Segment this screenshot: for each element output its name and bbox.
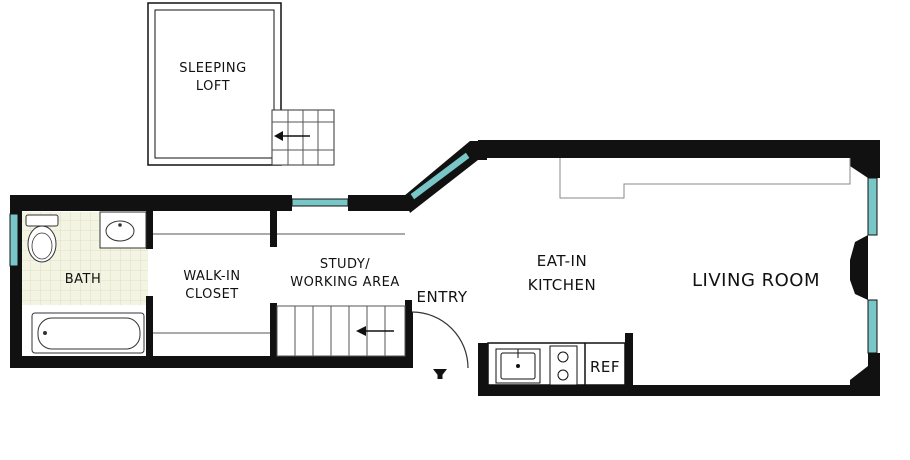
window-study — [291, 198, 349, 207]
kitchen-cabinets: REF — [487, 158, 851, 386]
loft-stairs — [271, 109, 335, 166]
stairs-arrow-icon — [356, 326, 366, 336]
entry-label: ENTRY — [417, 288, 468, 306]
closet-label-1: WALK-IN — [183, 269, 240, 284]
closet-label-2: CLOSET — [185, 287, 239, 302]
sleeping-loft: SLEEPING LOFT — [147, 2, 335, 166]
study-label-1: STUDY/ — [320, 257, 370, 272]
stair-arrow-icon — [274, 131, 283, 141]
loft-label-1: SLEEPING — [179, 61, 246, 76]
kitchen-label-1: EAT-IN — [537, 252, 587, 270]
toilet-icon — [25, 214, 59, 263]
windows — [9, 151, 878, 354]
sink-icon — [99, 211, 147, 249]
living-room-label: LIVING ROOM — [692, 270, 820, 291]
stove-icon — [549, 345, 578, 386]
study-label-2: WORKING AREA — [290, 275, 399, 290]
bath-label: BATH — [65, 272, 102, 287]
ref-label: REF — [590, 358, 620, 376]
window-angled — [409, 151, 471, 201]
study-stairs — [276, 305, 406, 357]
kitchen-label-2: KITCHEN — [528, 276, 597, 294]
kitchen-sink-icon — [495, 348, 541, 384]
loft-label-2: LOFT — [196, 79, 230, 94]
window-living-1 — [867, 177, 878, 236]
bath-fixtures — [25, 211, 147, 354]
entry-door — [411, 311, 469, 379]
bathtub-icon — [31, 312, 145, 354]
closet — [153, 233, 405, 334]
window-bath — [9, 213, 19, 267]
window-living-2 — [867, 299, 878, 354]
interior-walls — [146, 211, 633, 388]
